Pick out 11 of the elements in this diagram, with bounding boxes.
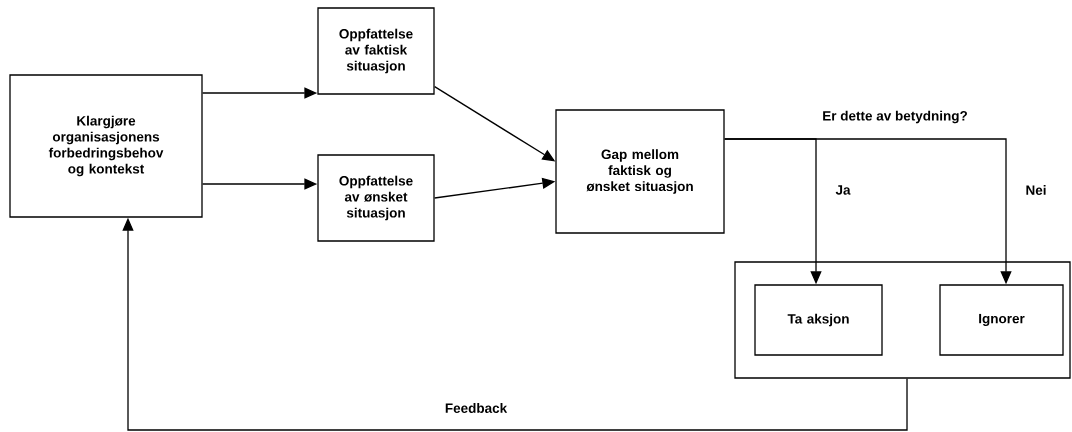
edge-label: Feedback: [443, 402, 509, 414]
process-box: Klargjøre organisasjonens forbedringsbehov og kontekst: [9, 74, 203, 218]
group-box: [734, 261, 1071, 379]
edge-label: Nei: [1024, 184, 1048, 196]
process-box: Ta aksjon: [754, 284, 883, 356]
process-box: Ignorer: [939, 284, 1064, 356]
process-box: Oppfattelse av faktisk situasjon: [317, 7, 435, 95]
process-box: Gap mellom faktisk og ønsket situasjon: [555, 109, 725, 234]
edge-label: Ja: [834, 184, 852, 196]
question-label: Er dette av betydning?: [821, 109, 969, 125]
process-box: Oppfattelse av ønsket situasjon: [317, 154, 435, 242]
